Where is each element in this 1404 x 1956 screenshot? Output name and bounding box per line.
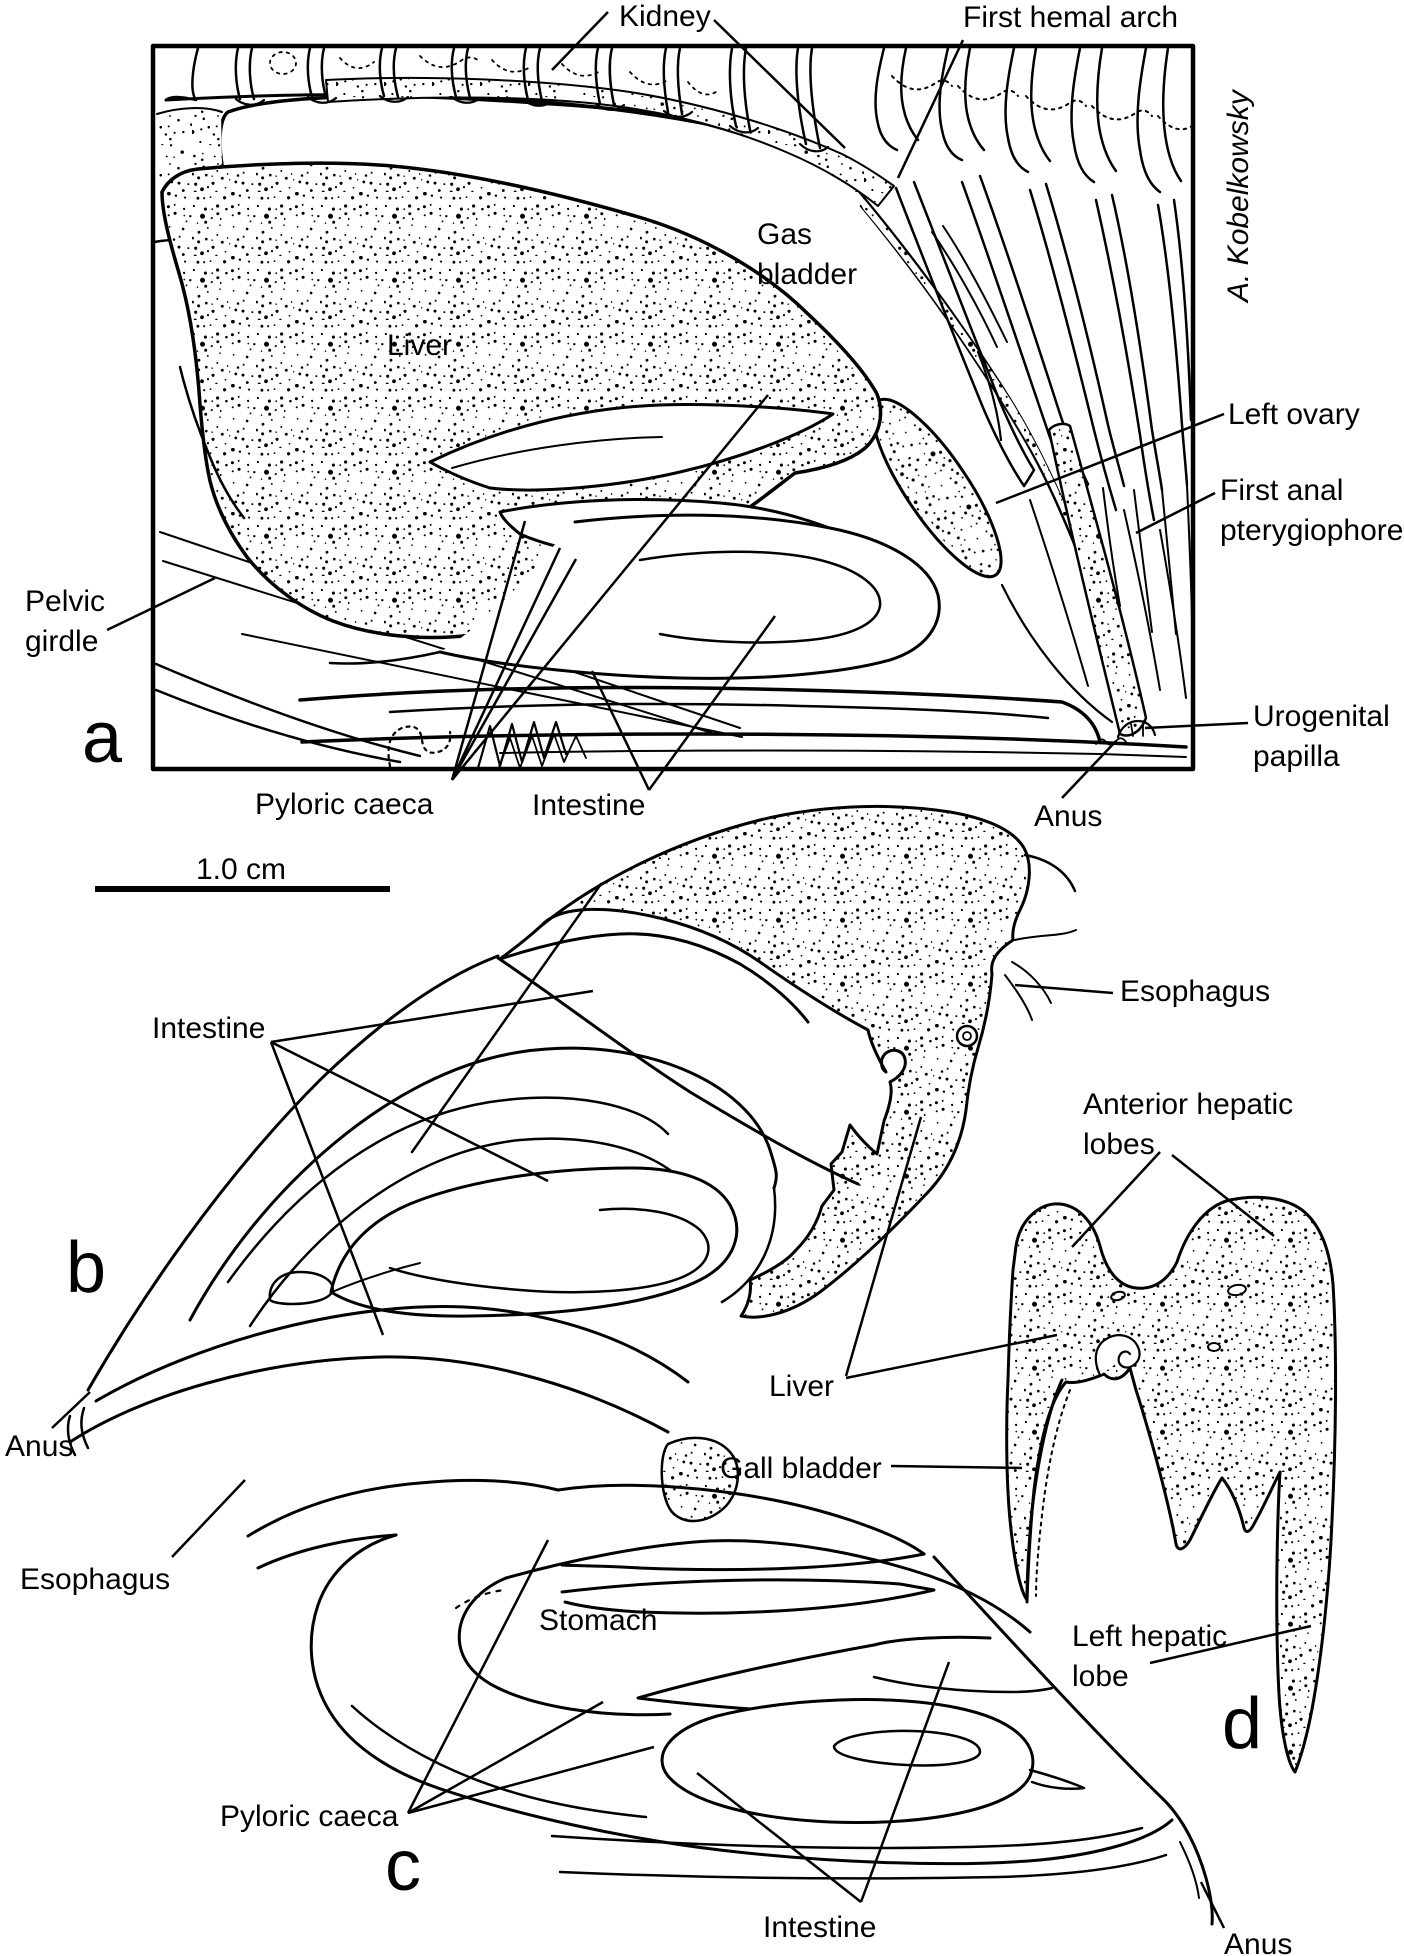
svg-text:girdle: girdle: [25, 625, 98, 658]
svg-text:Pyloric caeca: Pyloric caeca: [220, 1800, 399, 1833]
svg-text:Pelvic: Pelvic: [25, 585, 105, 618]
svg-text:b: b: [66, 1228, 106, 1308]
svg-text:Anus: Anus: [1034, 800, 1102, 833]
svg-text:lobes: lobes: [1083, 1128, 1155, 1161]
svg-text:Esophagus: Esophagus: [20, 1563, 170, 1596]
svg-text:papilla: papilla: [1253, 740, 1340, 773]
svg-text:First hemal arch: First hemal arch: [963, 1, 1178, 34]
svg-text:1.0 cm: 1.0 cm: [196, 853, 286, 886]
svg-text:Gas: Gas: [757, 218, 812, 251]
svg-text:Gall bladder: Gall bladder: [720, 1452, 882, 1485]
svg-text:Urogenital: Urogenital: [1253, 700, 1390, 733]
svg-text:Intestine: Intestine: [763, 1911, 876, 1944]
svg-text:A. Kobelkowsky: A. Kobelkowsky: [1222, 88, 1255, 304]
svg-text:Left hepatic: Left hepatic: [1072, 1620, 1227, 1653]
svg-text:Esophagus: Esophagus: [1120, 975, 1270, 1008]
svg-text:c: c: [385, 1826, 421, 1906]
svg-text:Stomach: Stomach: [539, 1604, 657, 1637]
svg-text:Intestine: Intestine: [532, 789, 645, 822]
svg-text:a: a: [82, 698, 123, 778]
svg-text:Intestine: Intestine: [152, 1012, 265, 1045]
svg-text:First anal: First anal: [1220, 474, 1343, 507]
svg-text:Kidney: Kidney: [619, 0, 711, 33]
svg-text:bladder: bladder: [757, 258, 857, 291]
svg-text:Liver: Liver: [769, 1370, 834, 1403]
svg-text:Anterior hepatic: Anterior hepatic: [1083, 1088, 1293, 1121]
svg-text:lobe: lobe: [1072, 1660, 1129, 1693]
svg-text:Left ovary: Left ovary: [1228, 398, 1360, 431]
svg-text:Anus: Anus: [5, 1430, 73, 1463]
svg-text:Pyloric caeca: Pyloric caeca: [255, 788, 434, 821]
svg-text:Anus: Anus: [1224, 1928, 1292, 1956]
svg-text:pterygiophore: pterygiophore: [1220, 514, 1403, 547]
svg-text:d: d: [1222, 1684, 1262, 1764]
svg-text:Liver: Liver: [387, 329, 452, 362]
